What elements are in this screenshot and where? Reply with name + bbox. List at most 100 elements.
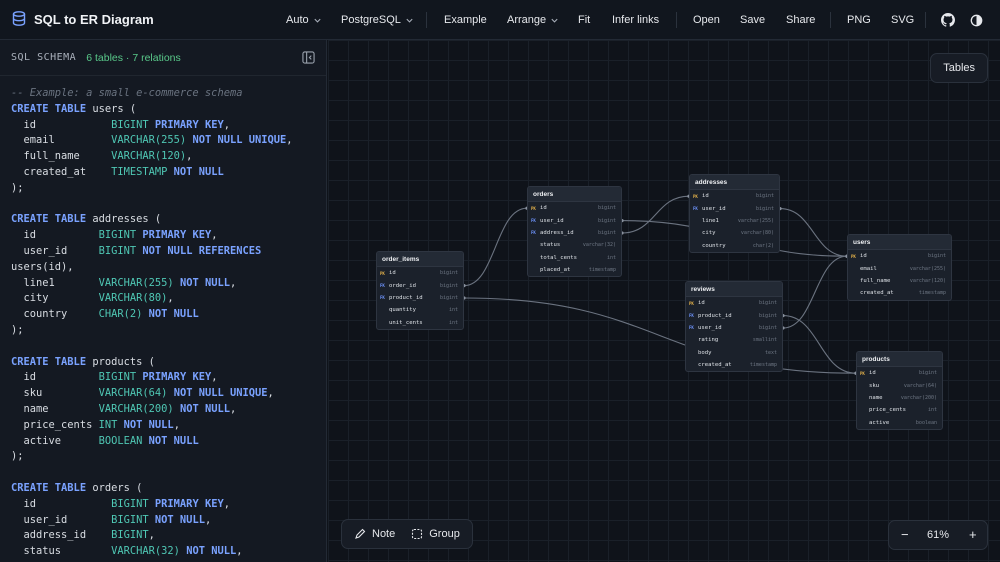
code-line: sku VARCHAR(64) NOT NULL UNIQUE, <box>11 386 315 402</box>
schema-count: 6 tables · 7 relations <box>86 51 181 64</box>
code-token: name <box>11 402 99 415</box>
example-button[interactable]: Example <box>444 0 487 40</box>
group-button[interactable]: Group <box>411 528 460 540</box>
code-token: NOT NULL <box>173 165 224 178</box>
collapse-panel-icon[interactable] <box>302 51 315 64</box>
code-line: CREATE TABLE products ( <box>11 355 315 371</box>
column-name: name <box>869 394 883 401</box>
github-link[interactable] <box>941 0 955 40</box>
code-token: NOT NULL <box>148 434 199 447</box>
column-name: created_at <box>860 290 894 297</box>
relation-edge[interactable] <box>779 208 848 257</box>
code-line: id BIGINT PRIMARY KEY, <box>11 228 315 244</box>
code-token: sku <box>11 387 99 400</box>
export-png-button[interactable]: PNG <box>847 0 871 40</box>
auto-dropdown[interactable]: Auto <box>286 0 322 40</box>
column-type: varchar(64) <box>903 382 937 389</box>
infer-links-button[interactable]: Infer links <box>612 0 659 40</box>
code-token: line1 <box>11 276 99 289</box>
fk-badge: FK <box>689 313 694 319</box>
code-token: users(id), <box>11 260 74 273</box>
column-name: sku <box>869 382 880 389</box>
note-button[interactable]: Note <box>354 528 395 540</box>
code-token: INT <box>98 418 118 431</box>
relation-edge[interactable] <box>782 255 848 329</box>
relation-edge[interactable] <box>782 315 857 374</box>
column-name: full_name <box>860 277 891 284</box>
code-token: , <box>267 387 274 400</box>
fit-button[interactable]: Fit <box>578 0 590 40</box>
code-line: id BIGINT PRIMARY KEY, <box>11 497 315 513</box>
fk-badge: FK <box>380 295 385 301</box>
zoom-in-button[interactable]: + <box>969 527 977 542</box>
dialect-dropdown[interactable]: PostgreSQL <box>341 0 414 40</box>
column-type: char(2) <box>752 242 774 249</box>
export-svg-button[interactable]: SVG <box>891 0 914 40</box>
share-button[interactable]: Share <box>786 0 815 40</box>
code-token: user_id <box>11 513 112 526</box>
code-token: , <box>236 545 243 558</box>
column-type: bigint <box>758 324 777 331</box>
code-token: , <box>223 118 230 131</box>
column-name: address_id <box>540 229 574 236</box>
save-button[interactable]: Save <box>740 0 765 40</box>
column-name: user_id <box>540 217 564 224</box>
zoom-out-button[interactable]: − <box>901 527 909 542</box>
relation-edge[interactable] <box>463 297 857 374</box>
relation-edge[interactable] <box>463 207 528 287</box>
er-table-title: orders <box>528 187 621 202</box>
arrange-dropdown[interactable]: Arrange <box>507 0 559 40</box>
column-type: bigint <box>758 312 777 319</box>
code-token: CREATE TABLE <box>11 102 87 115</box>
relation-edge[interactable] <box>621 195 690 234</box>
code-token: PRIMARY KEY <box>142 371 212 384</box>
er-column[interactable]: sku varchar(64) <box>857 379 942 391</box>
er-table-title: reviews <box>686 282 782 297</box>
er-table-title: users <box>848 235 951 250</box>
theme-toggle[interactable] <box>970 0 983 40</box>
column-type: int <box>927 407 937 414</box>
code-token: price_cents <box>11 418 99 431</box>
open-button[interactable]: Open <box>693 0 720 40</box>
tables-button[interactable]: Tables <box>930 53 988 83</box>
code-line: users(id), <box>11 260 315 276</box>
